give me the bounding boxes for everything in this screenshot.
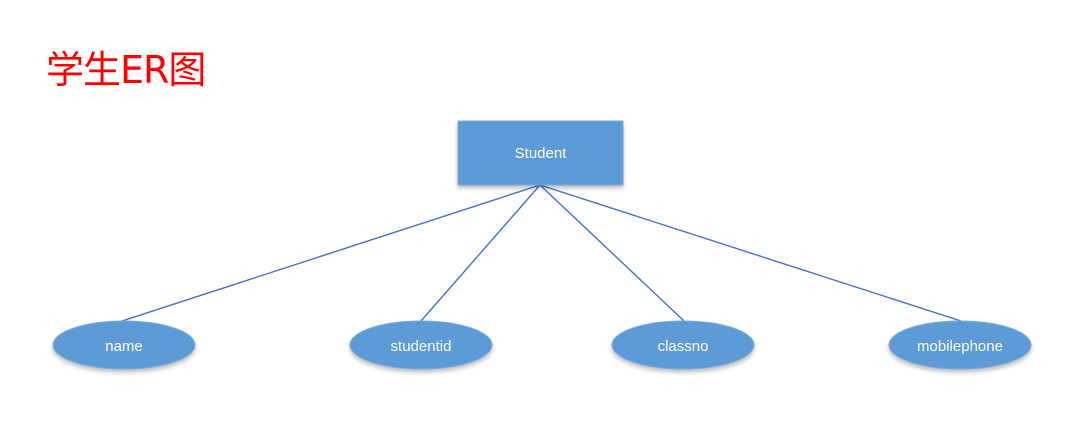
- attribute-label: classno: [658, 338, 709, 355]
- attribute-label: mobilephone: [917, 338, 1003, 355]
- attribute-ellipse[interactable]: [52, 320, 196, 370]
- attribute-mobilephone[interactable]: mobilephone: [888, 320, 1032, 370]
- attribute-name[interactable]: name: [52, 320, 196, 370]
- entity-student[interactable]: Student: [457, 120, 624, 186]
- attribute-studentid[interactable]: studentid: [349, 320, 493, 370]
- edge-student-mobilephone: [539, 184, 962, 322]
- attribute-classno[interactable]: classno: [611, 320, 755, 370]
- attribute-label: name: [105, 338, 143, 355]
- attribute-ellipse[interactable]: [349, 320, 493, 370]
- entity-label: Student: [515, 145, 568, 162]
- attribute-label: studentid: [391, 338, 452, 355]
- attribute-ellipse[interactable]: [888, 320, 1032, 370]
- edge-student-classno: [539, 184, 685, 322]
- attribute-ellipse[interactable]: [611, 320, 755, 370]
- edge-student-studentid: [420, 184, 541, 322]
- edge-student-name: [121, 184, 541, 322]
- entity-box[interactable]: [457, 120, 624, 186]
- edges: [121, 184, 962, 322]
- diagram-title: 学生ER图: [46, 48, 206, 92]
